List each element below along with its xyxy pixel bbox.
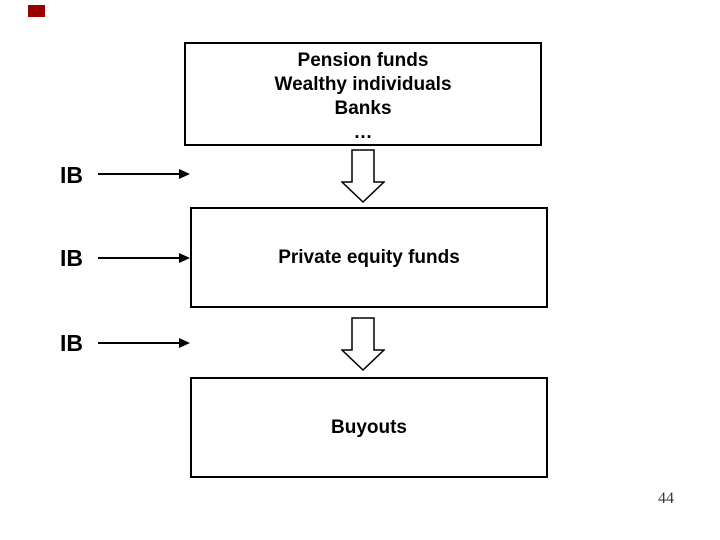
down-block-arrow-icon [341, 317, 385, 371]
private-equity-funds-label: Private equity funds [278, 246, 460, 268]
down-block-arrow-icon [341, 149, 385, 203]
private-equity-funds-box: Private equity funds [190, 207, 548, 308]
funding-source-line: … [353, 122, 373, 143]
ib-label: IB [60, 330, 83, 356]
right-arrow-icon [98, 253, 190, 263]
funding-source-line: Wealthy individuals [274, 74, 452, 95]
funding-sources-box: Pension funds Wealthy individuals Banks … [184, 42, 542, 146]
buyouts-label: Buyouts [331, 416, 407, 438]
funding-source-line: Banks [334, 98, 392, 119]
right-arrow-icon [98, 338, 190, 348]
ib-label: IB [60, 245, 83, 271]
page-number: 44 [658, 490, 674, 507]
ib-label: IB [60, 162, 83, 188]
right-arrow-icon [98, 169, 190, 179]
funding-source-line: Pension funds [297, 50, 429, 71]
red-accent-mark [28, 5, 45, 17]
buyouts-box: Buyouts [190, 377, 548, 478]
